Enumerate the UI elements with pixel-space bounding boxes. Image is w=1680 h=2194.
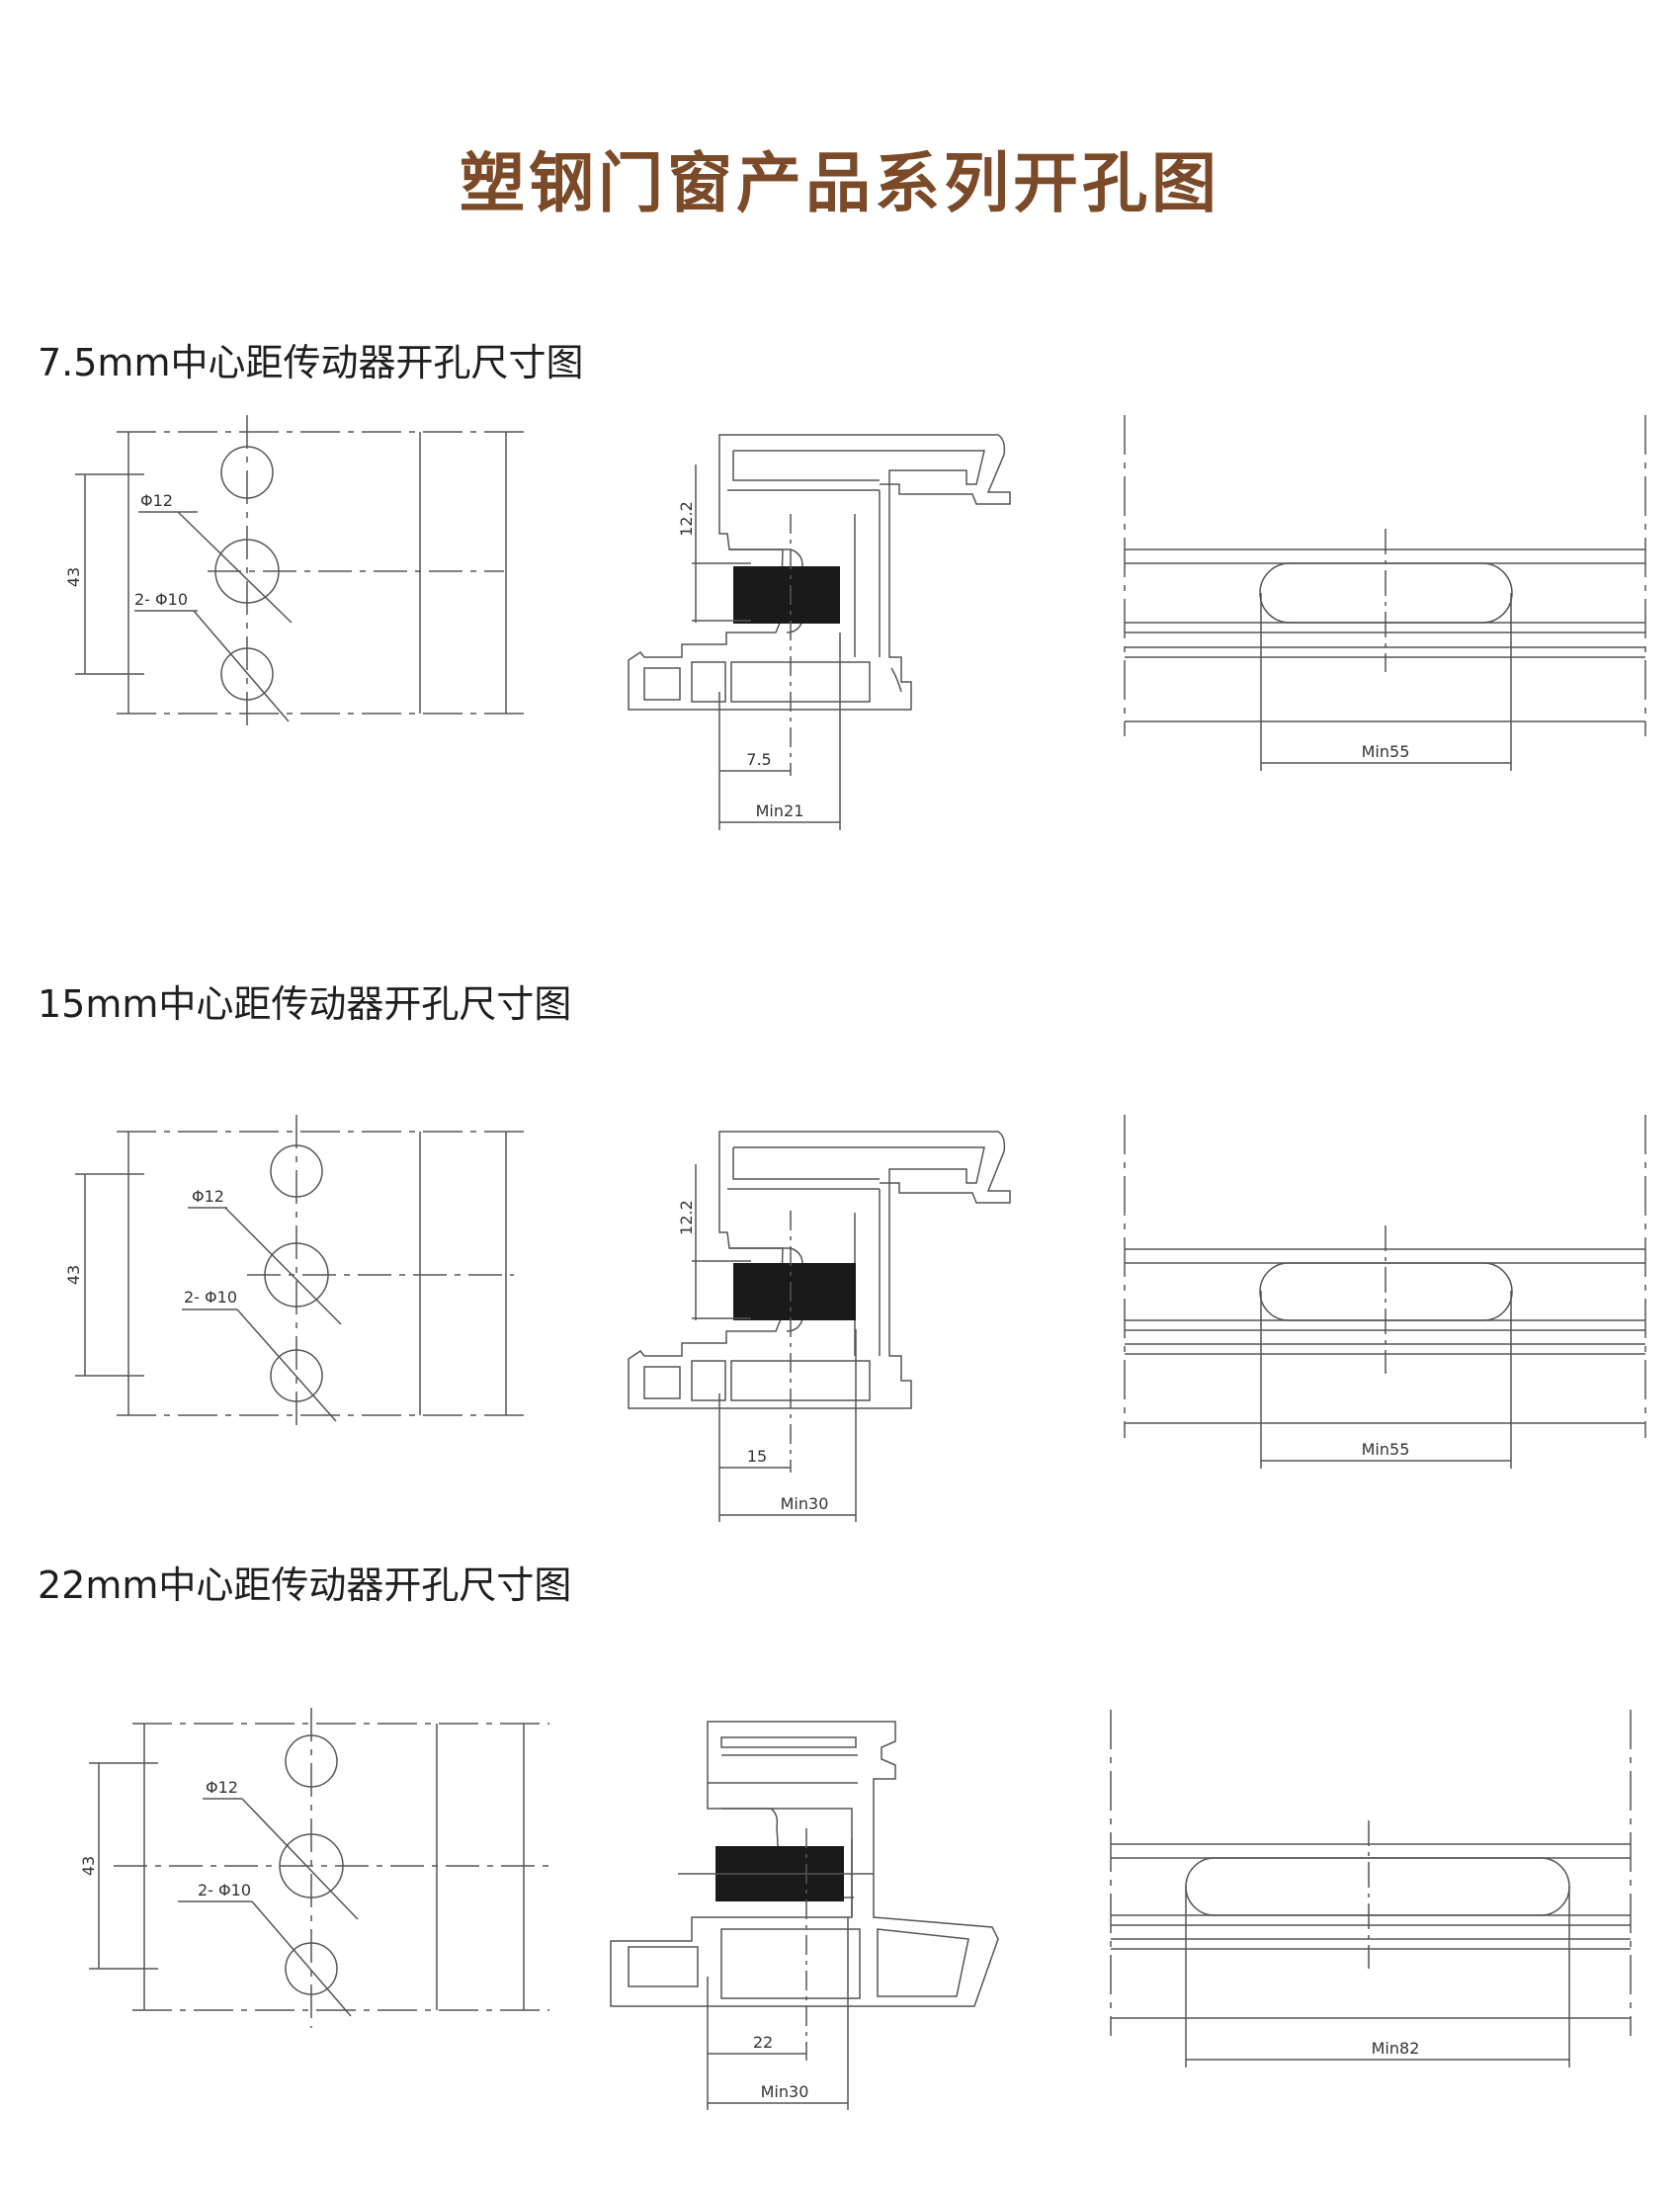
dim-big-hole-1: Φ12	[140, 491, 173, 510]
profile-section-3	[611, 1722, 998, 2006]
big-hole	[280, 1834, 343, 1898]
small-hole-top	[286, 1735, 337, 1787]
dim-min-3: Min30	[761, 2082, 809, 2101]
small-hole-top	[271, 1145, 322, 1197]
slot-view-3	[1111, 1710, 1631, 2067]
dim-small-holes-3: 2- Φ10	[198, 1881, 251, 1899]
actuator-block-1	[733, 566, 840, 624]
section-title-2: 15mm中心距传动器开孔尺寸图	[38, 982, 572, 1026]
big-hole	[265, 1243, 328, 1307]
dim-min-2: Min30	[781, 1494, 829, 1513]
profile-section-1	[629, 435, 1010, 710]
profile-dims-1	[692, 464, 840, 830]
dim-big-hole-3: Φ12	[206, 1778, 238, 1797]
big-hole	[215, 540, 279, 603]
hole-layout-3	[89, 1708, 553, 2028]
actuator-block-2	[733, 1263, 856, 1320]
profile-section-2	[629, 1132, 1010, 1408]
dim-slot-min-1: Min55	[1362, 742, 1410, 761]
dim-offset-2: 15	[747, 1447, 767, 1466]
slot-view-2	[1125, 1115, 1645, 1469]
dim-offset-1: 7.5	[746, 750, 771, 769]
section-2-drawings: 43 Φ12 2- Φ10 12.2 15 Min30	[64, 1115, 1645, 1522]
dim-min-1: Min21	[756, 802, 804, 820]
small-hole-bottom	[221, 648, 273, 700]
slot-view-1	[1125, 415, 1645, 771]
dim-small-holes-1: 2- Φ10	[134, 590, 188, 609]
section-title-1: 7.5mm中心距传动器开孔尺寸图	[38, 341, 584, 384]
profile-dims-2	[692, 1164, 856, 1522]
dim-slot-min-2: Min55	[1362, 1440, 1410, 1459]
hole-layout-1	[75, 415, 524, 731]
dim-slot-min-3: Min82	[1372, 2039, 1420, 2058]
section-1-drawings: 43 Φ12 2- Φ10 12.2 7	[64, 415, 1645, 830]
oblong-slot-3	[1186, 1858, 1569, 1915]
profile-dims-3	[678, 1828, 874, 2110]
small-hole-bottom	[286, 1943, 337, 1994]
page-title: 塑钢门窗产品系列开孔图	[460, 145, 1220, 221]
small-hole-top	[221, 447, 273, 498]
dim-height-3: 43	[79, 1856, 98, 1876]
dim-height-2: 43	[64, 1265, 83, 1285]
dim-offset-3: 22	[753, 2033, 773, 2052]
dim-vertical-1: 12.2	[677, 501, 696, 537]
dim-vertical-2: 12.2	[677, 1200, 696, 1235]
small-hole-bottom	[271, 1350, 322, 1401]
hole-layout-2	[75, 1115, 524, 1433]
dim-small-holes-2: 2- Φ10	[184, 1288, 237, 1307]
section-title-3: 22mm中心距传动器开孔尺寸图	[38, 1563, 572, 1607]
section-3-drawings: 43 Φ12 2- Φ10 22 Min30	[79, 1708, 1631, 2110]
dim-height-1: 43	[64, 567, 83, 587]
dim-big-hole-2: Φ12	[192, 1187, 224, 1206]
